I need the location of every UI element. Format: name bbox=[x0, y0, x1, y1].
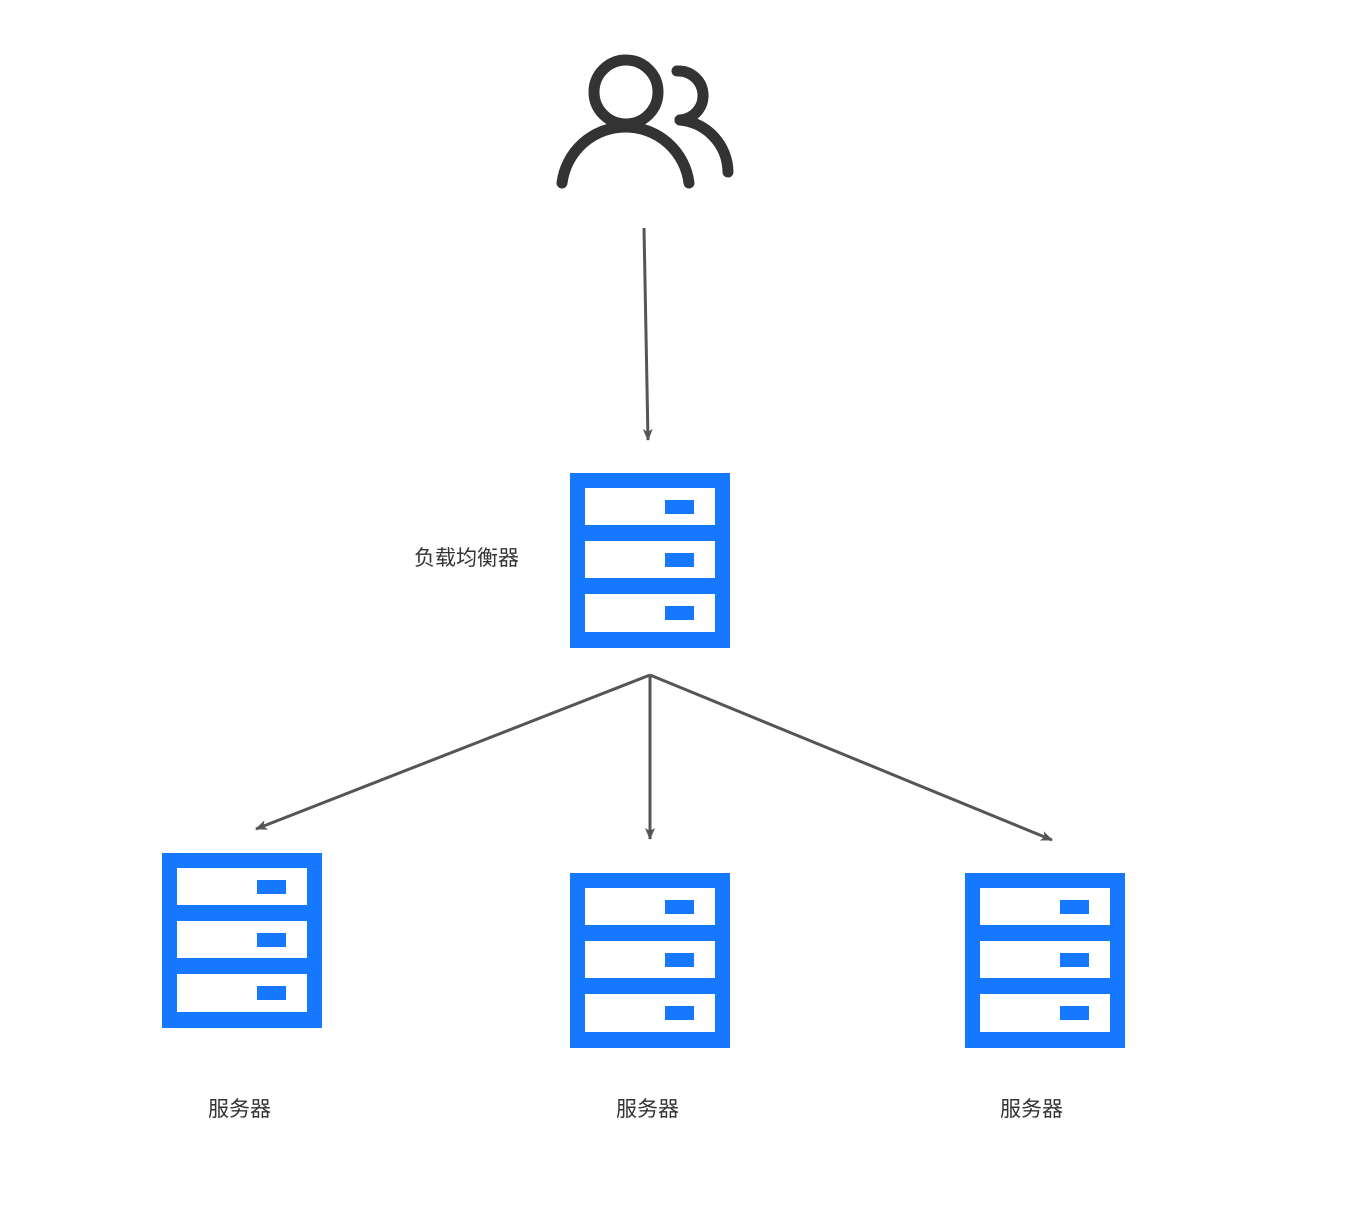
server-3-label: 服务器 bbox=[1000, 1097, 1063, 1121]
server-2-rack-icon bbox=[570, 873, 730, 1048]
server-2-label: 服务器 bbox=[616, 1097, 679, 1121]
edge-load-balancer-to-server-3 bbox=[649, 673, 1053, 842]
edge-load-balancer-to-server-1 bbox=[255, 673, 651, 831]
users-icon bbox=[556, 54, 734, 189]
edges bbox=[255, 227, 1053, 842]
server-1-rack-icon bbox=[162, 853, 322, 1028]
load-balancer-server-rack-icon bbox=[570, 473, 730, 648]
load-balancer-label: 负载均衡器 bbox=[414, 546, 519, 570]
server-1-label: 服务器 bbox=[208, 1097, 271, 1121]
edge-users-to-load-balancer bbox=[642, 227, 653, 441]
server-3-rack-icon bbox=[965, 873, 1125, 1048]
